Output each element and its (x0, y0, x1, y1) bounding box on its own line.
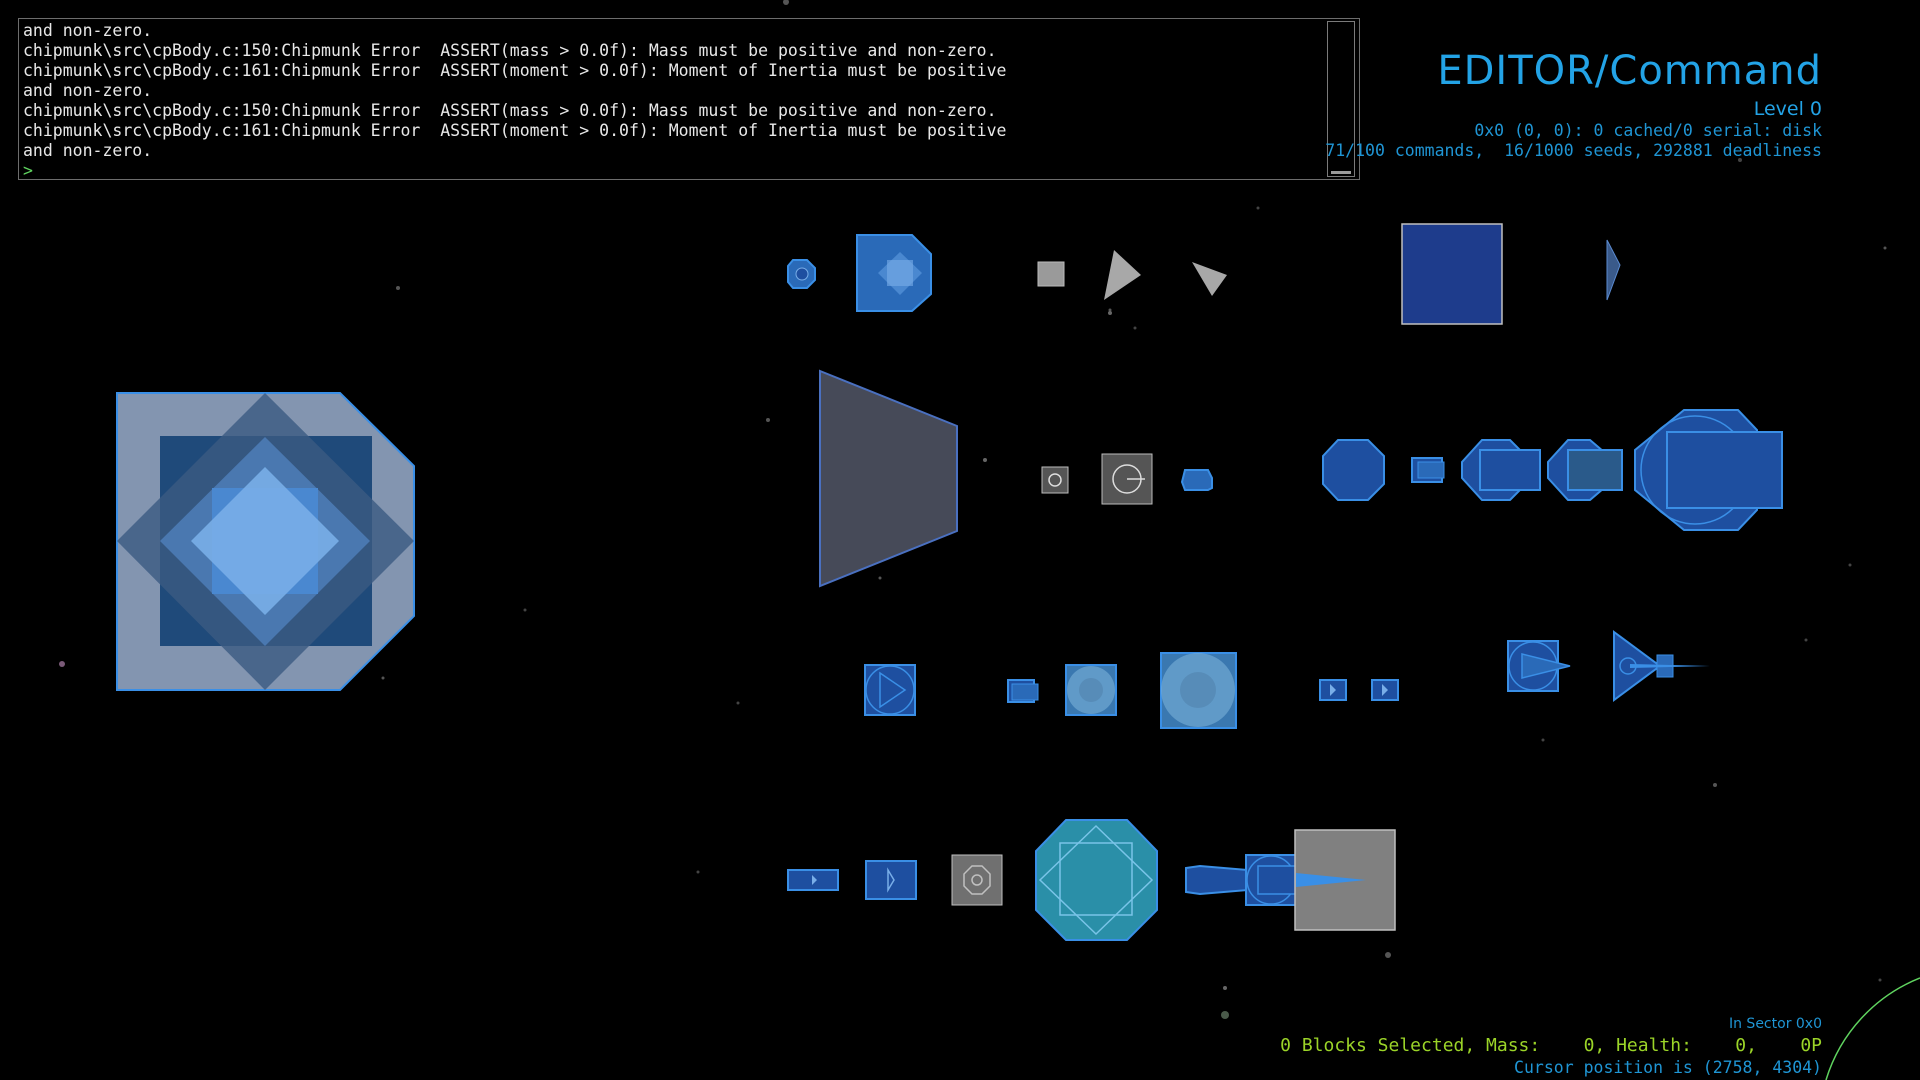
small-thruster-block[interactable] (1411, 457, 1445, 483)
core-octagon-block[interactable] (856, 234, 932, 312)
railgun-barrel (1296, 873, 1366, 887)
console-line: and non-zero. (23, 21, 153, 40)
console-line: chipmunk\src\cpBody.c:161:Chipmunk Error… (23, 121, 1007, 140)
debug-console[interactable]: and non-zero. chipmunk\src\cpBody.c:150:… (18, 18, 1360, 180)
small-launcher-block[interactable] (1007, 679, 1039, 703)
sector-label: In Sector 0x0 (1728, 1016, 1822, 1032)
stats-info-line: 71/100 commands, 16/1000 seeds, 292881 d… (1325, 141, 1822, 160)
gray-turret-block[interactable] (951, 854, 1003, 906)
shield-small-block[interactable] (1065, 664, 1117, 716)
small-gray-cannon-block[interactable] (1041, 466, 1069, 494)
gray-cannon-block[interactable] (1101, 453, 1153, 505)
tiny-bar-block[interactable] (787, 869, 839, 891)
tiny-block-1[interactable] (1319, 679, 1347, 701)
console-input-prompt[interactable]: > (23, 161, 33, 180)
octagon-hull-block[interactable] (1322, 439, 1385, 501)
launcher-bar-block[interactable] (865, 860, 917, 900)
medium-thruster-block-2[interactable] (1547, 439, 1623, 501)
gray-wedge-block-1[interactable] (1104, 250, 1141, 300)
large-trapezoid-block[interactable] (819, 369, 958, 588)
medium-thruster-block[interactable] (1461, 439, 1541, 501)
console-line: chipmunk\src\cpBody.c:161:Chipmunk Error… (23, 61, 1007, 80)
gray-square-block[interactable] (1037, 261, 1065, 287)
gray-wedge-block-2[interactable] (1192, 262, 1227, 296)
railgun-block[interactable] (1185, 854, 1299, 906)
small-octagon-block[interactable] (787, 259, 816, 289)
laser-turret-block[interactable] (1507, 640, 1571, 692)
tiny-block-2[interactable] (1371, 679, 1399, 701)
cursor-position: Cursor position is (2758, 4304) (1514, 1058, 1822, 1077)
radar-arc (1825, 977, 1920, 1080)
thin-wedge-block[interactable] (1606, 239, 1621, 301)
level-label: Level 0 (1753, 98, 1822, 120)
console-line: and non-zero. (23, 81, 153, 100)
large-thruster-block[interactable] (1634, 409, 1783, 531)
spike-gun-block[interactable] (1613, 630, 1710, 702)
console-line: chipmunk\src\cpBody.c:150:Chipmunk Error… (23, 101, 997, 120)
shield-large-block[interactable] (1160, 652, 1237, 729)
console-line: chipmunk\src\cpBody.c:150:Chipmunk Error… (23, 41, 997, 60)
teal-octagon-hull-block[interactable] (1035, 819, 1158, 941)
armor-square-block[interactable] (1401, 223, 1503, 325)
launcher-square-block[interactable] (864, 664, 916, 716)
mode-title: EDITOR/Command (1437, 48, 1822, 94)
large-station-block[interactable] (116, 392, 415, 691)
console-line: and non-zero. (23, 141, 153, 160)
blue-gun-block[interactable] (1180, 469, 1213, 491)
selection-status: 0 Blocks Selected, Mass: 0, Health: 0, 0… (1280, 1035, 1822, 1056)
console-output: and non-zero. chipmunk\src\cpBody.c:150:… (23, 21, 1323, 181)
console-scrollbar[interactable] (1327, 21, 1355, 177)
sector-info-line: 0x0 (0, 0): 0 cached/0 serial: disk (1474, 121, 1822, 140)
console-scrollbar-thumb[interactable] (1331, 171, 1351, 174)
